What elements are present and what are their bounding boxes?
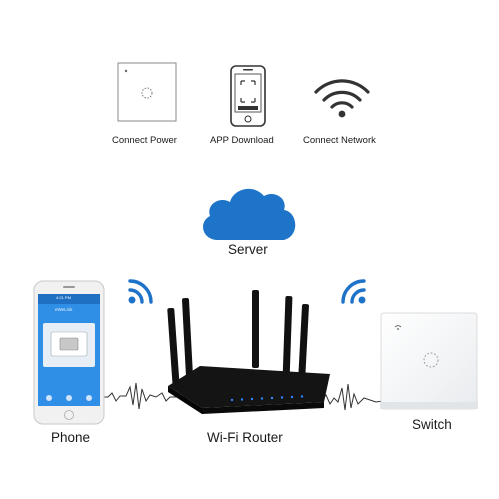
step-connect-power: Connect Power	[106, 62, 188, 150]
wifi-signal-left-icon	[128, 279, 153, 304]
step-label-connect-power: Connect Power	[112, 135, 177, 146]
wifi-icon	[314, 79, 370, 118]
server-label: Server	[228, 242, 268, 257]
signal-wave-right	[312, 383, 390, 411]
cloud-server-icon	[203, 188, 296, 240]
step-connect-network: Connect Network	[300, 62, 386, 150]
phone-device	[33, 280, 105, 425]
step-label-app-download: APP Download	[210, 135, 274, 146]
phone-status-time: 4:21 PM	[56, 295, 71, 300]
smartphone-download-icon	[230, 65, 266, 127]
wifi-router-device	[167, 290, 330, 414]
step-label-connect-network: Connect Network	[303, 135, 376, 146]
step-app-download: APP Download	[205, 62, 291, 150]
signal-wave-left	[100, 382, 190, 410]
phone-app-logo: eWeLink	[55, 307, 73, 312]
router-label: Wi-Fi Router	[207, 430, 283, 445]
switch-label: Switch	[412, 417, 452, 432]
phone-label: Phone	[51, 430, 91, 445]
switch-panel-icon	[117, 62, 177, 122]
wifi-signal-right-icon	[341, 279, 366, 304]
smart-switch-device	[380, 312, 478, 410]
